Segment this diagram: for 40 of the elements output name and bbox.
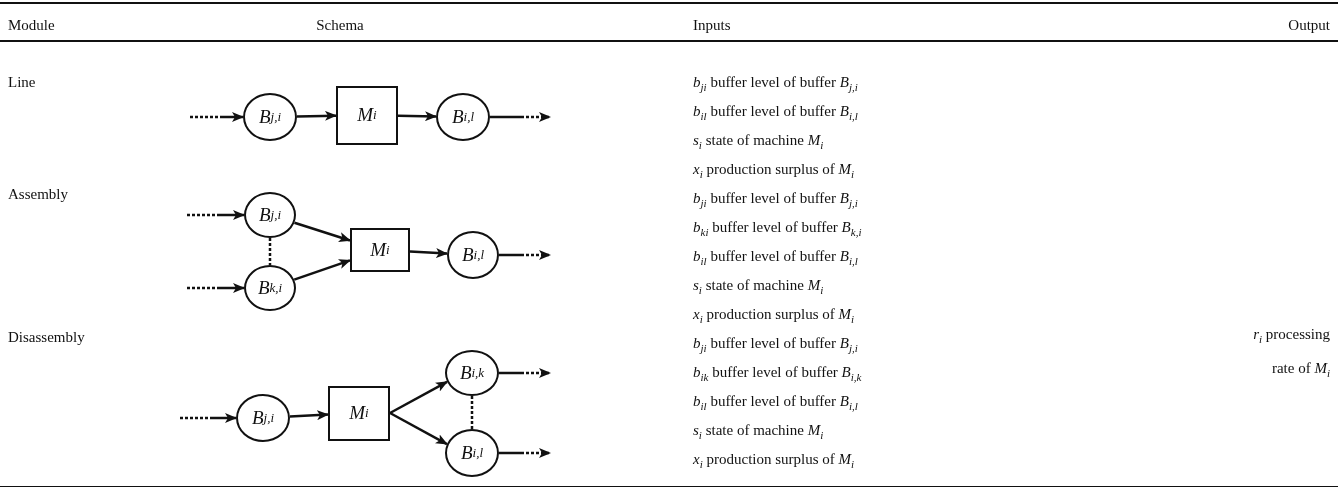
input-description: x$_{i}$ production surplus of M$_{i}$: [693, 160, 855, 182]
input-description: b$_{il}$ buffer level of buffer B$_{i,l}$: [693, 102, 858, 124]
input-description: x$_{i}$ production surplus of M$_{i}$: [693, 305, 855, 327]
column-header: Output: [1288, 16, 1330, 34]
arrow: [499, 368, 551, 378]
arrow: [389, 380, 448, 415]
input-description: s$_{i}$ state of machine M$_{i}$: [693, 421, 824, 443]
input-description: b$_{ki}$ buffer level of buffer B$_{k,i}$: [693, 218, 862, 240]
dotted-line: [470, 396, 474, 429]
arrow: [187, 210, 245, 220]
arrow: [389, 411, 448, 446]
input-description: b$_{ji}$ buffer level of buffer B$_{j,i}$: [693, 334, 858, 356]
input-description: b$_{ik}$ buffer level of buffer B$_{i,k}$: [693, 363, 862, 385]
row-label: Line: [8, 73, 36, 91]
column-header: Schema: [316, 16, 364, 34]
arrow: [293, 259, 351, 281]
input-description: s$_{i}$ state of machine M$_{i}$: [693, 276, 824, 298]
input-description: s$_{i}$ state of machine M$_{i}$: [693, 131, 824, 153]
input-description: b$_{ji}$ buffer level of buffer B$_{j,i}$: [693, 189, 858, 211]
arrow: [499, 250, 551, 260]
arrow: [190, 112, 244, 122]
arrow: [180, 413, 237, 423]
arrow: [397, 111, 437, 122]
arrow: [289, 410, 329, 421]
input-description: b$_{il}$ buffer level of buffer B$_{i,l}$: [693, 247, 858, 269]
output-description: r$_{i}$ processing rate of M$_{i}$: [1252, 325, 1330, 381]
column-header: Module: [8, 16, 55, 34]
input-description: b$_{il}$ buffer level of buffer B$_{i,l}$: [693, 392, 858, 414]
arrow: [499, 448, 551, 458]
arrow: [409, 248, 449, 258]
arrow: [490, 112, 551, 122]
dotted-line: [268, 238, 272, 265]
input-description: b$_{ji}$ buffer level of buffer B$_{j,i}$: [693, 73, 858, 95]
arrow: [296, 110, 337, 121]
arrow: [187, 283, 245, 293]
column-header: Inputs: [693, 16, 731, 34]
input-description: x$_{i}$ production surplus of M$_{i}$: [693, 450, 855, 472]
arrow: [294, 221, 351, 242]
row-label: Assembly: [8, 185, 68, 203]
row-label: Disassembly: [8, 328, 85, 346]
